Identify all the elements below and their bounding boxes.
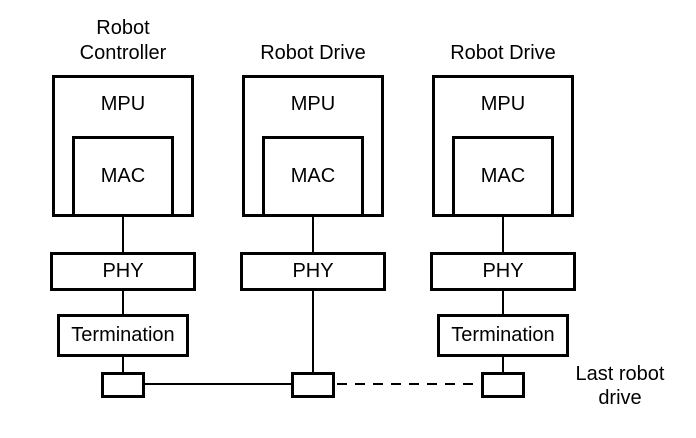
device-title: Robot Controller: [79, 17, 167, 64]
termination-port-connector: [502, 355, 504, 374]
phy-termination-connector: [502, 289, 504, 316]
device-column-robot-drive-middle: Robot Drive MPU MAC PHY: [238, 0, 388, 438]
termination-label: Termination: [451, 324, 555, 346]
mac-box: MAC: [452, 136, 554, 217]
mpu-box: MPU MAC: [242, 75, 384, 217]
mpu-label: MPU: [100, 93, 146, 115]
termination-port-connector: [122, 355, 124, 374]
termination-label: Termination: [71, 324, 175, 346]
phy-termination-connector: [122, 289, 124, 316]
phy-label: PHY: [482, 260, 524, 282]
mpu-label: MPU: [290, 93, 336, 115]
mac-label: MAC: [480, 165, 526, 187]
mpu-label: MPU: [480, 93, 526, 115]
mpu-phy-connector: [312, 215, 314, 254]
phy-port-connector: [312, 289, 314, 374]
phy-box: PHY: [430, 252, 576, 291]
mac-box: MAC: [72, 136, 174, 217]
phy-box: PHY: [240, 252, 386, 291]
last-robot-drive-label: Last robot drive: [575, 363, 665, 409]
network-port-box: [291, 372, 335, 398]
device-column-robot-drive-last: Robot Drive MPU MAC PHY Termination: [428, 0, 578, 438]
mac-label: MAC: [100, 165, 146, 187]
device-title: Robot Drive: [260, 42, 366, 64]
network-port-box: [101, 372, 145, 398]
phy-label: PHY: [102, 260, 144, 282]
device-title: Robot Drive: [450, 42, 556, 64]
mpu-phy-connector: [122, 215, 124, 254]
mac-box: MAC: [262, 136, 364, 217]
mac-label: MAC: [290, 165, 336, 187]
network-port-box: [481, 372, 525, 398]
network-link-dashed: [337, 383, 483, 385]
termination-box: Termination: [437, 314, 569, 357]
mpu-phy-connector: [502, 215, 504, 254]
mpu-box: MPU MAC: [52, 75, 194, 217]
phy-box: PHY: [50, 252, 196, 291]
termination-box: Termination: [57, 314, 189, 357]
network-link-solid: [144, 383, 292, 385]
phy-label: PHY: [292, 260, 334, 282]
mpu-box: MPU MAC: [432, 75, 574, 217]
device-column-robot-controller: Robot Controller MPU MAC PHY Termination: [48, 0, 198, 438]
